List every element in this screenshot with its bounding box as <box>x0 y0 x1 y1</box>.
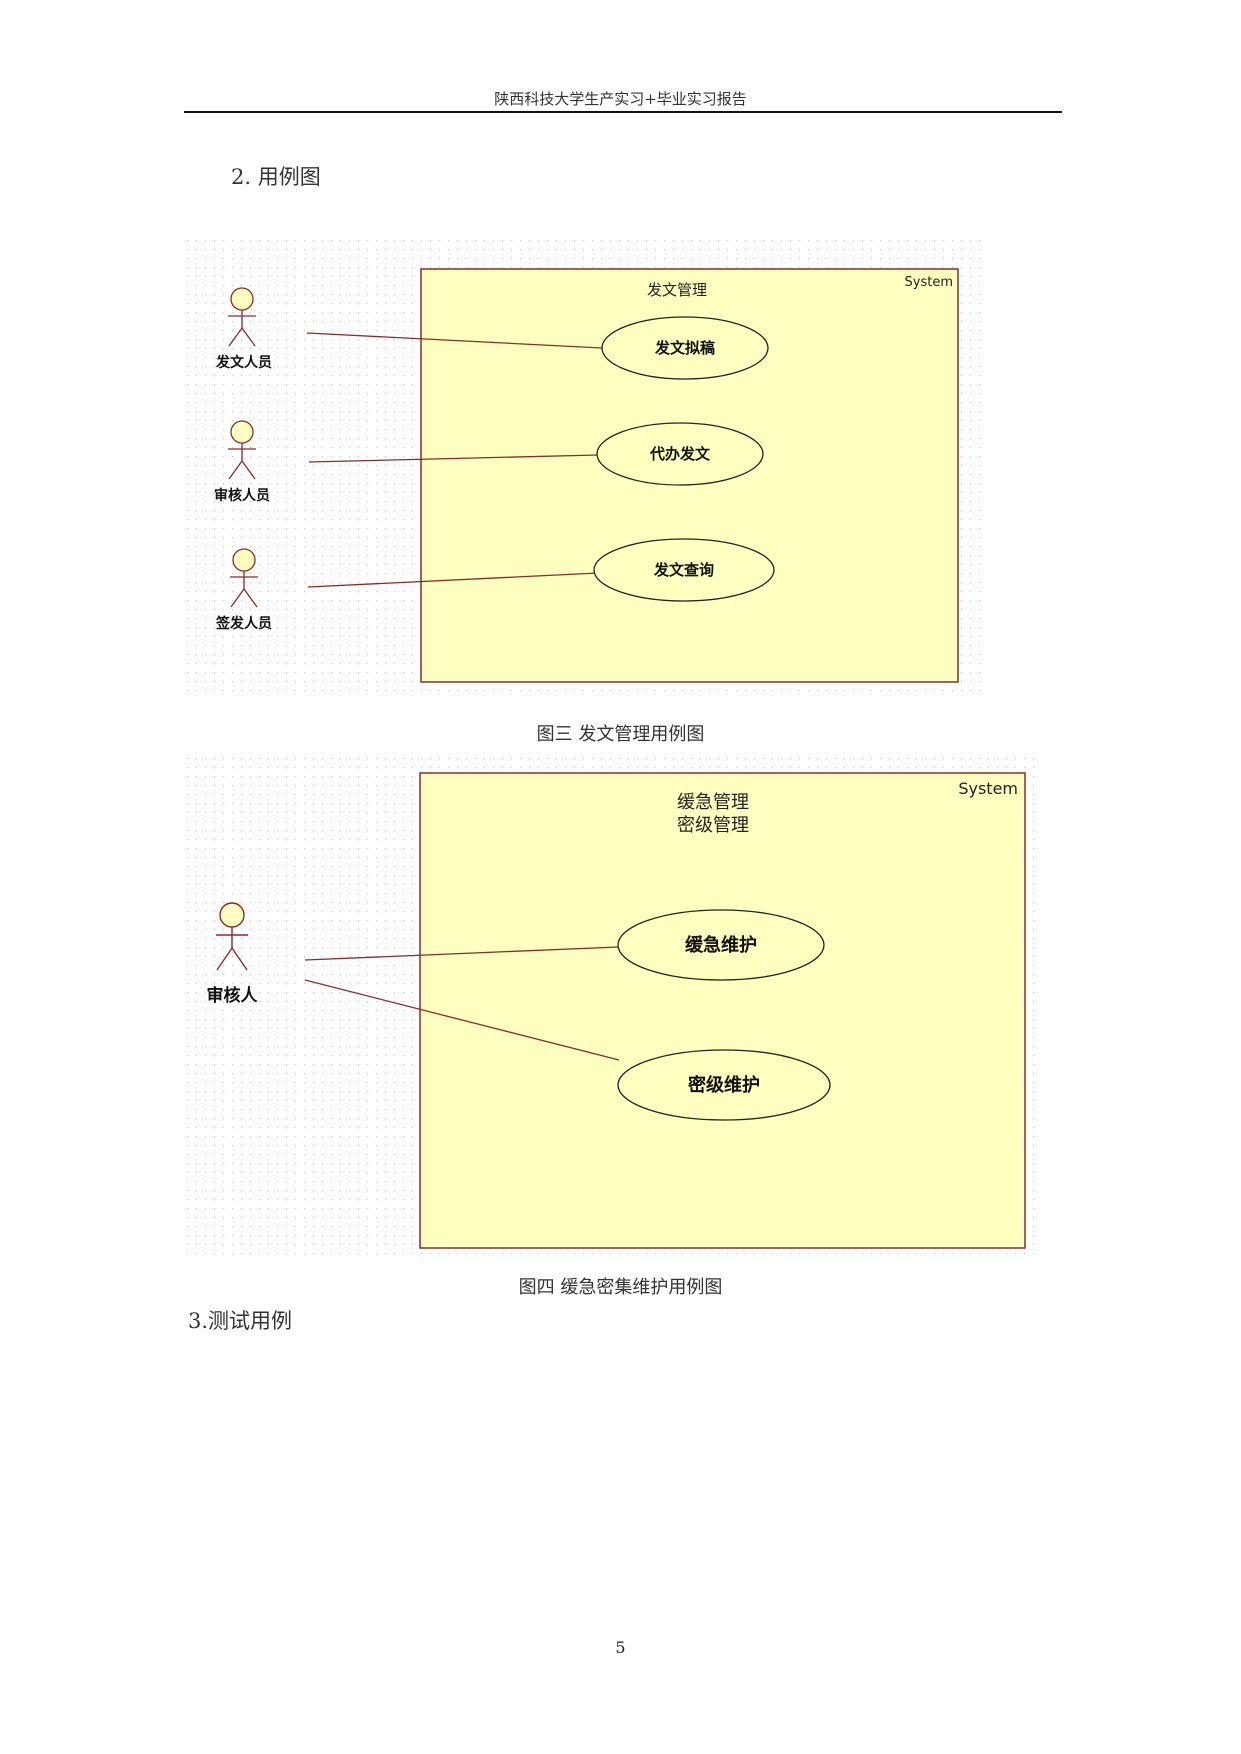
page-header-title: 陕西科技大学生产实习+毕业实习报告 <box>494 90 747 108</box>
figure-caption: 图四 缓急密集维护用例图 <box>518 1277 723 1298</box>
system-title: 密级管理 <box>677 815 749 836</box>
use-case-proxy-dispatch: 代办发文 <box>596 422 764 486</box>
use-case-diagram-urgency-secrecy: System 缓急管理 密级管理 缓急维护 密级维护 审核人 <box>187 758 1037 1258</box>
system-label: System <box>958 779 1018 798</box>
actor-issuer: 签发人员 <box>215 548 272 632</box>
association-line <box>308 454 599 463</box>
system-label: System <box>905 275 953 290</box>
use-case-secrecy-maintenance: 密级维护 <box>617 1049 831 1121</box>
use-case-draft: 发文拟稿 <box>601 316 769 380</box>
use-case-label: 密级维护 <box>688 1074 760 1096</box>
use-case-query: 发文查询 <box>593 538 775 602</box>
system-title: 发文管理 <box>647 281 707 299</box>
actor-drafter: 发文人员 <box>215 287 272 371</box>
figure-caption: 图三 发文管理用例图 <box>536 724 705 745</box>
system-title: 缓急管理 <box>677 792 749 813</box>
use-case-urgency-maintenance: 缓急维护 <box>617 909 825 981</box>
actor-reviewer: 审核人 <box>207 902 259 1006</box>
actor-icon <box>228 420 256 480</box>
use-case-label: 代办发文 <box>649 445 711 463</box>
actor-label: 发文人员 <box>215 354 272 371</box>
actor-icon <box>228 287 256 347</box>
actor-label: 签发人员 <box>215 615 272 632</box>
section-heading-use-case: 2. 用例图 <box>231 165 321 189</box>
actor-reviewer: 审核人员 <box>214 420 270 504</box>
actor-icon <box>230 548 258 608</box>
use-case-label: 发文查询 <box>653 561 714 579</box>
actor-icon <box>216 902 248 971</box>
actor-label: 审核人员 <box>214 487 270 504</box>
association-line <box>307 572 599 588</box>
association-line <box>306 332 603 349</box>
association-line <box>304 946 619 961</box>
system-boundary <box>419 772 1026 1249</box>
page-number: 5 <box>615 1638 626 1657</box>
use-case-label: 缓急维护 <box>685 934 757 956</box>
section-heading-test-case: 3.测试用例 <box>188 1309 293 1333</box>
use-case-diagram-dispatch: System 发文管理 发文拟稿 代办发文 发文查询 发文人员 <box>187 240 987 695</box>
actor-label: 审核人 <box>207 985 259 1006</box>
association-line <box>304 979 620 1061</box>
use-case-label: 发文拟稿 <box>654 339 715 357</box>
header-rule <box>184 111 1062 113</box>
